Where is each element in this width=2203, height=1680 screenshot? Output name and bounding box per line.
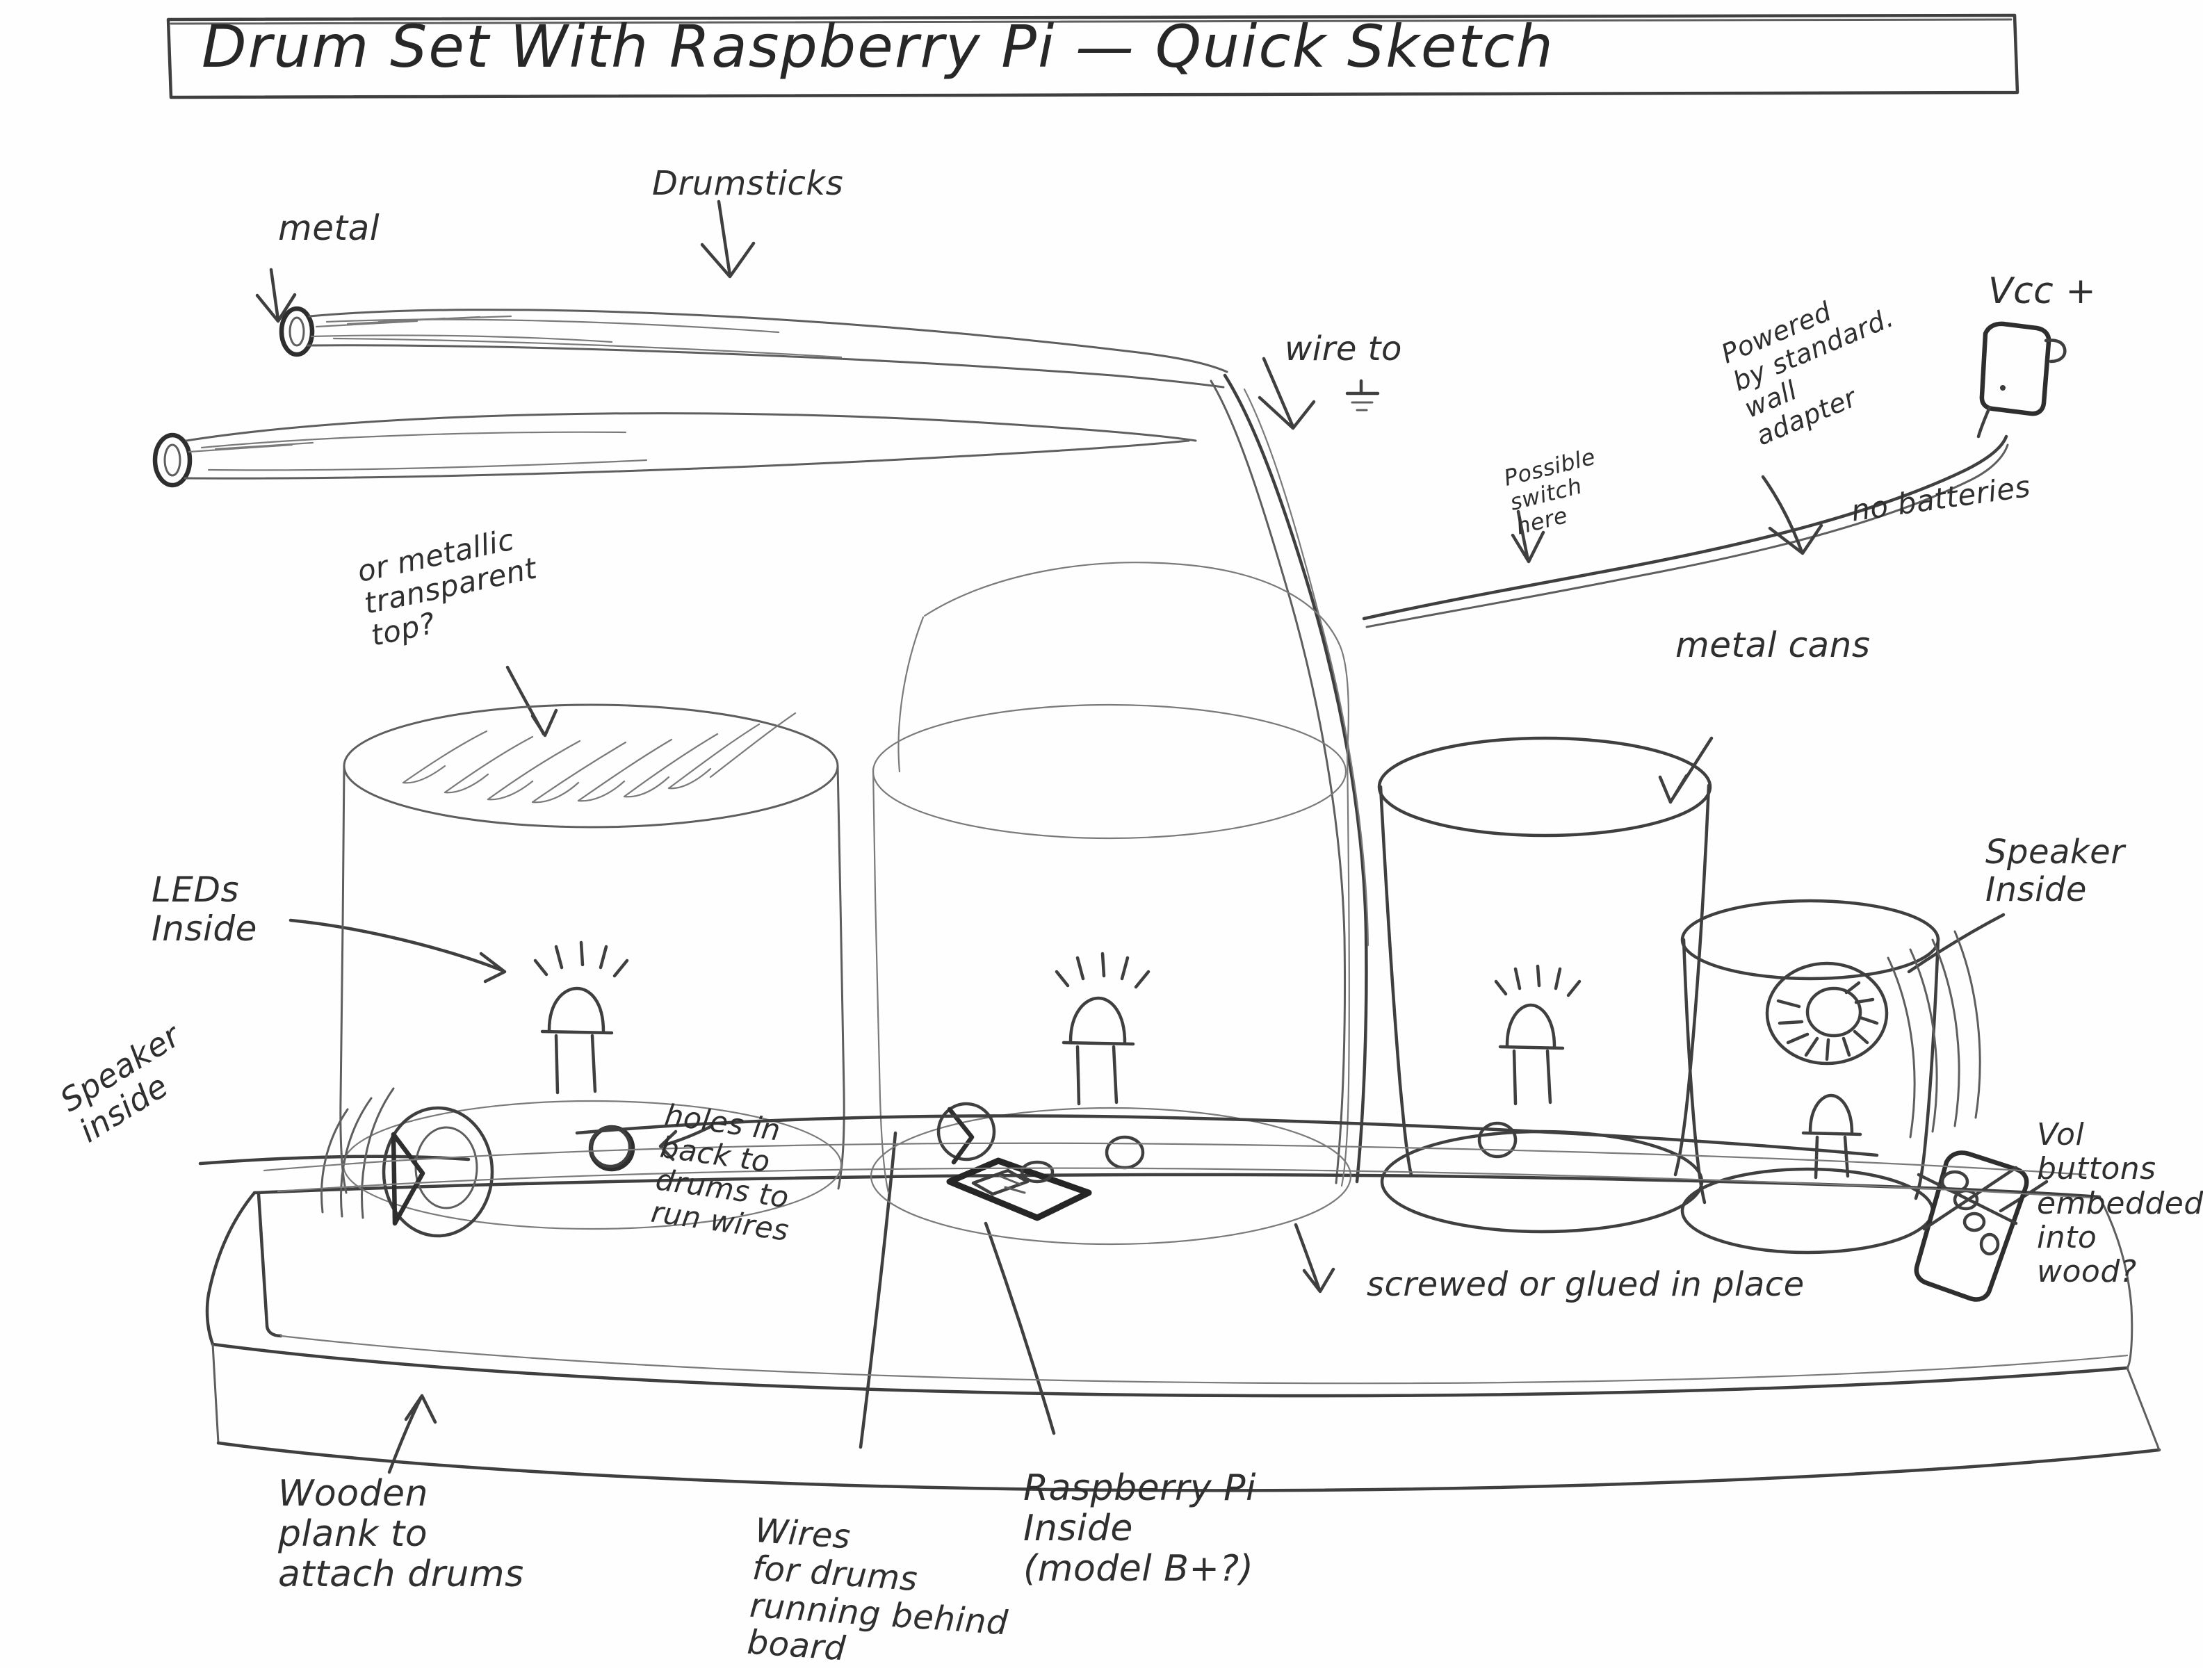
arrow-icon-switch [1511,509,1545,564]
label-wire-to-ground: wire to [1285,329,1402,368]
arrow-icon-metallic-top [505,665,558,737]
volume-button-strip-icon[interactable] [1914,1150,2029,1302]
label-speaker-inside-right: Speaker Inside [1985,833,2125,909]
led-icon [533,940,629,1095]
label-wires-for-drums: Wires for drums running behind board [745,1511,1009,1669]
label-screwed-or-glued: screwed or glued in place [1367,1265,1805,1304]
wall-adapter-icon [1976,321,2067,439]
arrow-icon-wooden-plank [387,1394,437,1474]
led-icon [1801,1093,1862,1180]
drumstick-upper [279,306,1228,389]
label-drumsticks: Drumsticks [652,164,844,203]
drum-3 [1377,736,1712,1234]
arrow-icon-metal-cans [1658,736,1714,804]
label-raspberry-pi-inside: Raspberry Pi Inside (model B+?) [1023,1467,1256,1590]
led-icon [1055,952,1151,1106]
wires-along-plank [263,1114,2101,1200]
arrow-icon-wire-to [1258,357,1316,430]
ground-symbol [1345,379,1380,411]
arrow-icon-drumsticks [700,199,756,279]
led-icon [1494,964,1582,1106]
arrow-icon-metal [255,268,297,323]
label-metal: metal [278,208,380,248]
drum-1 [320,703,845,1238]
title-box [166,13,2019,99]
arrow-icon-adapter [1761,475,1823,555]
arrow-icon-speaker-right [1907,913,2006,974]
vol-button-4[interactable] [1979,1232,2000,1256]
drumstick-lower [152,412,1197,488]
speaker-icon-right [1765,930,1981,1139]
wire-from-sticks [1210,373,1369,1184]
label-leds-inside: LEDs Inside [152,870,257,949]
raspberry-pi-board-icon [946,1157,1092,1221]
leader-wires-for-drums [859,1131,897,1449]
wooden-plank [205,1173,2161,1492]
speaker-icon-left [320,1087,494,1238]
drum-4 [1680,899,2029,1302]
arrow-icon-leds [288,918,507,984]
drum2-knob [936,1102,996,1165]
vol-button-3[interactable] [1962,1212,1986,1232]
arrow-icon-screwed [1294,1223,1335,1294]
drum-2 [870,562,1352,1246]
label-metal-cans: metal cans [1675,625,1871,665]
leader-raspberry-pi [984,1221,1056,1435]
label-wooden-plank: Wooden plank to attach drums [278,1473,524,1596]
arrow-icon-speaker-left [198,1155,471,1166]
wire-to-adapter [1362,434,2009,628]
label-vcc: Vcc + [1988,270,2097,312]
label-vol-buttons: Vol buttons embedded into wood? [2037,1117,2203,1290]
page-title: Drum Set With Raspberry Pi — Quick Sketc… [202,13,1554,81]
label-holes-in-back: holes in back to drums to run wires [649,1098,792,1248]
